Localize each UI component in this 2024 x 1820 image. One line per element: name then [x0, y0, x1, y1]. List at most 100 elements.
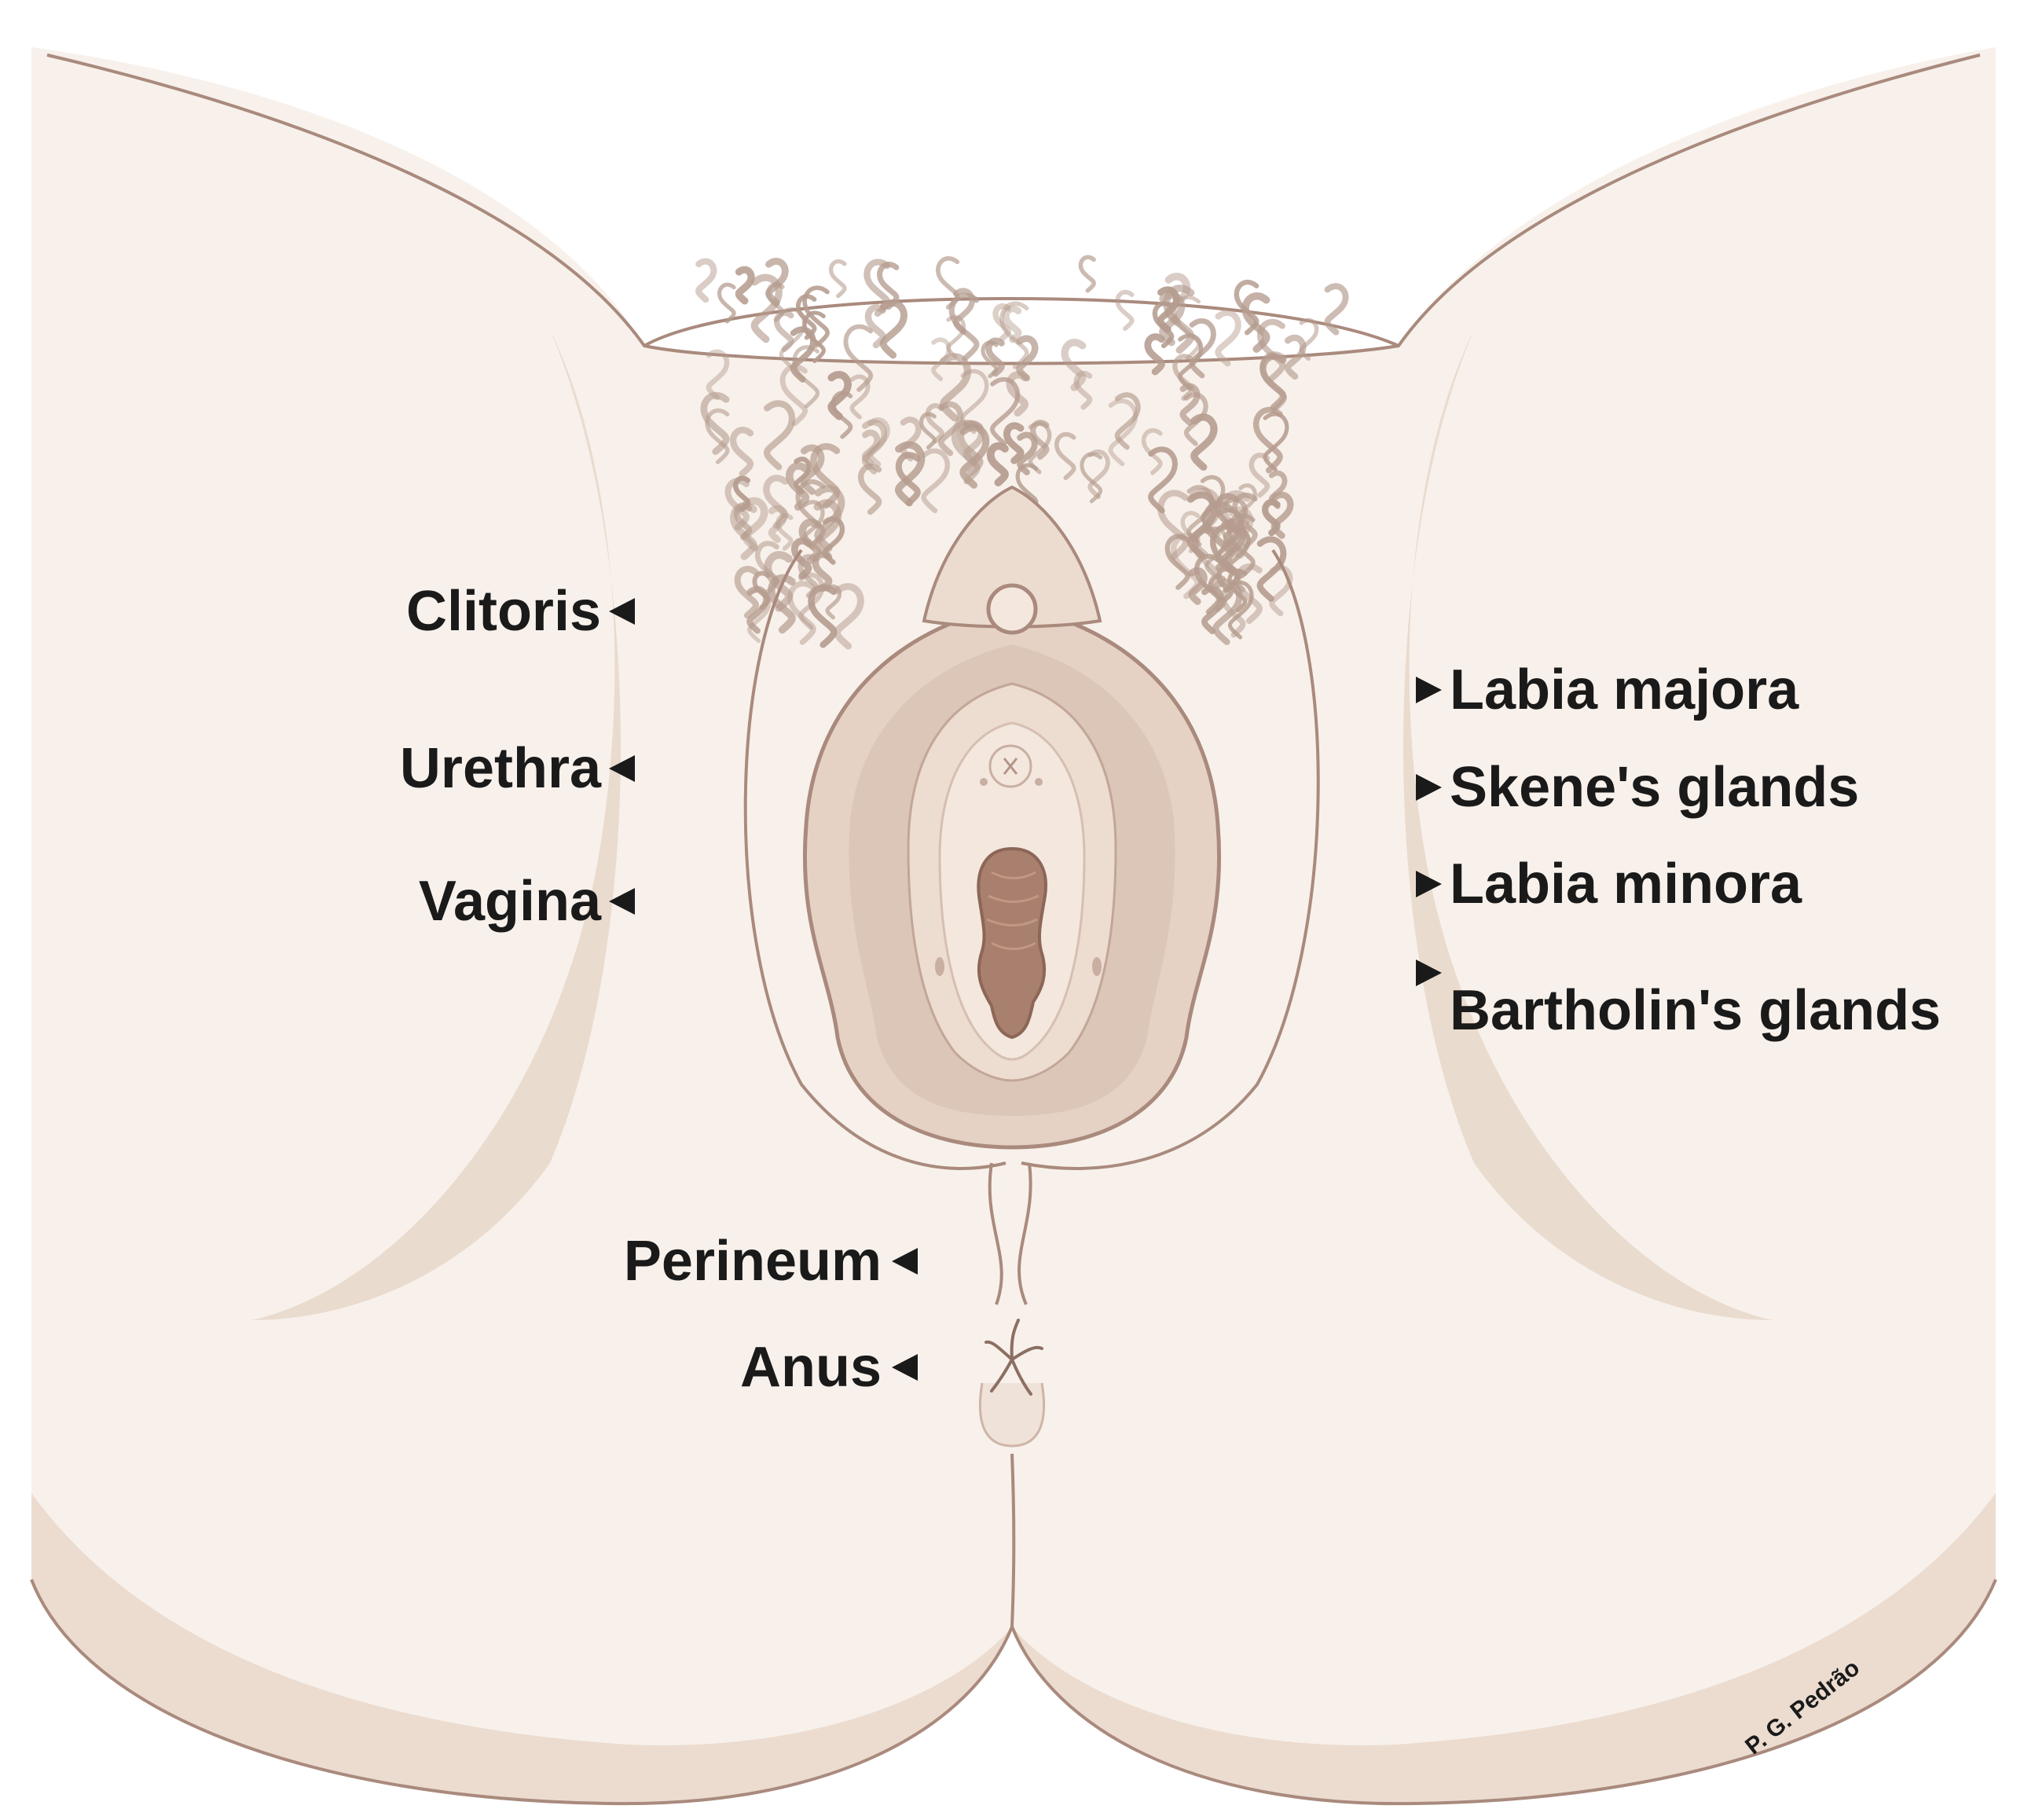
hair-strand: [829, 259, 847, 299]
right-buttock-shade: [1012, 1493, 1996, 1804]
hair-strand: [706, 349, 730, 401]
label-labia-majora: Labia majora: [1450, 659, 1799, 721]
hair-strand: [705, 408, 730, 464]
hair-strand: [1164, 534, 1190, 590]
hair-strand: [695, 258, 717, 303]
lower-contour-right: [1010, 1579, 1997, 1806]
hair-strand: [1108, 398, 1138, 467]
hair-strand: [936, 256, 960, 310]
hair-strand: [734, 566, 759, 619]
hair-strand: [879, 299, 908, 359]
hair-strand: [1148, 446, 1178, 514]
hair-strand: [895, 452, 921, 506]
hair-strand: [764, 551, 793, 612]
hair-strand: [763, 475, 789, 529]
hair-strand: [794, 457, 812, 494]
hair-strand: [1054, 431, 1076, 480]
hair-strand: [1073, 370, 1093, 410]
hair-strand: [834, 583, 864, 650]
label-clitoris: Clitoris: [406, 580, 601, 643]
hair-strand: [919, 412, 937, 449]
hair-strand: [1215, 493, 1239, 546]
hair-strand: [1003, 305, 1022, 343]
skenes-glands-arrowhead: [1416, 774, 1442, 801]
mons-pubis: [644, 255, 1399, 650]
hair-strand: [1284, 334, 1307, 380]
hair-strand: [1262, 499, 1281, 537]
hair-strand: [776, 512, 794, 551]
clitoris-arrowhead: [609, 598, 635, 625]
hair-strand: [1114, 392, 1141, 450]
bartholins-gland-right: [1092, 957, 1102, 976]
hair-strand: [790, 326, 816, 383]
label-bartholins-glands: Bartholin's glands: [1450, 979, 1941, 1042]
hair-strand: [1268, 470, 1288, 509]
hair-strand: [1078, 255, 1096, 293]
hair-strand: [900, 416, 922, 462]
hair-strand: [843, 324, 874, 392]
hair-strand: [717, 282, 736, 324]
bartholins-glands-arrowhead: [1416, 960, 1442, 986]
hair-strand: [1241, 292, 1270, 353]
hair-strand: [1159, 292, 1186, 347]
hair-strand: [895, 441, 926, 507]
hair-strand: [827, 371, 852, 420]
hair-strand: [1016, 335, 1039, 382]
perineum-line-left: [988, 1162, 1003, 1305]
urethra-opening: [988, 744, 1032, 788]
hair-strand: [795, 294, 817, 340]
hair-strand: [1115, 289, 1135, 332]
hair-strand: [921, 448, 951, 514]
labia-majora-crease-left: [743, 549, 1006, 1170]
hair-strand: [1209, 523, 1241, 593]
hair-strand: [768, 505, 788, 544]
label-anus: Anus: [740, 1336, 882, 1399]
vagina-arrowhead: [609, 888, 635, 915]
label-labia-minora: Labia minora: [1450, 853, 1802, 916]
hair-strand: [1256, 536, 1287, 602]
hair-strand: [1152, 301, 1175, 349]
hair-strand: [1144, 333, 1165, 376]
label-vagina: Vagina: [419, 870, 602, 933]
hair-strand: [730, 427, 754, 477]
hair-strand: [931, 337, 952, 382]
hair-strand: [957, 420, 984, 477]
top-contour: [46, 53, 1981, 365]
hair-strand: [1157, 490, 1189, 560]
hair-strand: [959, 424, 990, 489]
hair-strand: [750, 273, 783, 343]
hair-strand: [1061, 339, 1087, 391]
pubic-hair: [695, 255, 1349, 650]
hair-strand: [946, 314, 966, 359]
hair-strand: [792, 345, 820, 409]
gluteal-cleft: [1010, 1453, 1016, 1627]
labels: Clitoris Urethra Vagina Perineum Anus La…: [400, 580, 1941, 1759]
anal-fold: [978, 1382, 1046, 1448]
hair-strand: [1299, 317, 1319, 361]
left-thigh-shadow: [251, 330, 621, 1320]
hair-strand: [1178, 333, 1204, 391]
hair-strand: [735, 266, 755, 305]
hair-strand: [1087, 449, 1110, 500]
label-perineum: Perineum: [624, 1230, 882, 1293]
label-skenes-glands: Skene's glands: [1450, 756, 1859, 819]
hair-strand: [1183, 392, 1208, 446]
hair-strand: [985, 337, 1005, 377]
left-buttock-shade: [31, 1493, 1012, 1804]
hair-strand: [1252, 406, 1283, 474]
leader-lines: [609, 598, 1442, 1381]
vaginal-rugae: [986, 871, 1040, 950]
anus-arrowhead: [892, 1354, 918, 1381]
hair-strand: [1141, 427, 1163, 475]
hair-strand: [1257, 318, 1285, 382]
perineum-arrowhead: [892, 1248, 918, 1275]
hair-strand: [768, 574, 796, 634]
labia-majora-arrowhead: [1416, 677, 1442, 703]
hair-strand: [1006, 371, 1028, 417]
labia-majora-crease-right: [1021, 549, 1320, 1170]
hair-strand: [1003, 422, 1025, 464]
lower-contour-left: [30, 1579, 1014, 1806]
perineum-line-right: [1018, 1162, 1032, 1305]
hair-strand: [812, 551, 833, 593]
